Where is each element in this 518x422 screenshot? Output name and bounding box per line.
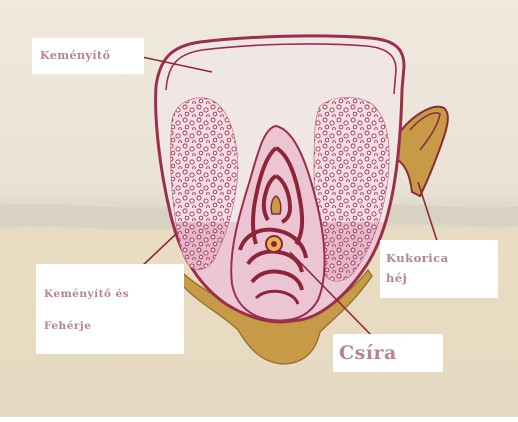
label-csira-text: Csíra <box>339 334 443 372</box>
label-csira: Csíra <box>333 334 443 372</box>
label-kemenyito-es-feherje: Keményítő és Fehérje <box>36 264 184 354</box>
label-kemenyito: Keményítő <box>32 38 144 74</box>
label-kemenyito-text: Keményítő <box>40 38 144 74</box>
label-kemenyito-es-text: Keményítő és <box>44 278 184 310</box>
label-feherje-text: Fehérje <box>44 310 184 342</box>
label-kukorica-hej: Kukorica héj <box>380 240 498 298</box>
label-kukorica-text: Kukorica <box>386 248 498 268</box>
germ-core <box>271 196 281 214</box>
germ-dot-inner <box>271 241 277 247</box>
label-hej-text: héj <box>386 268 498 288</box>
